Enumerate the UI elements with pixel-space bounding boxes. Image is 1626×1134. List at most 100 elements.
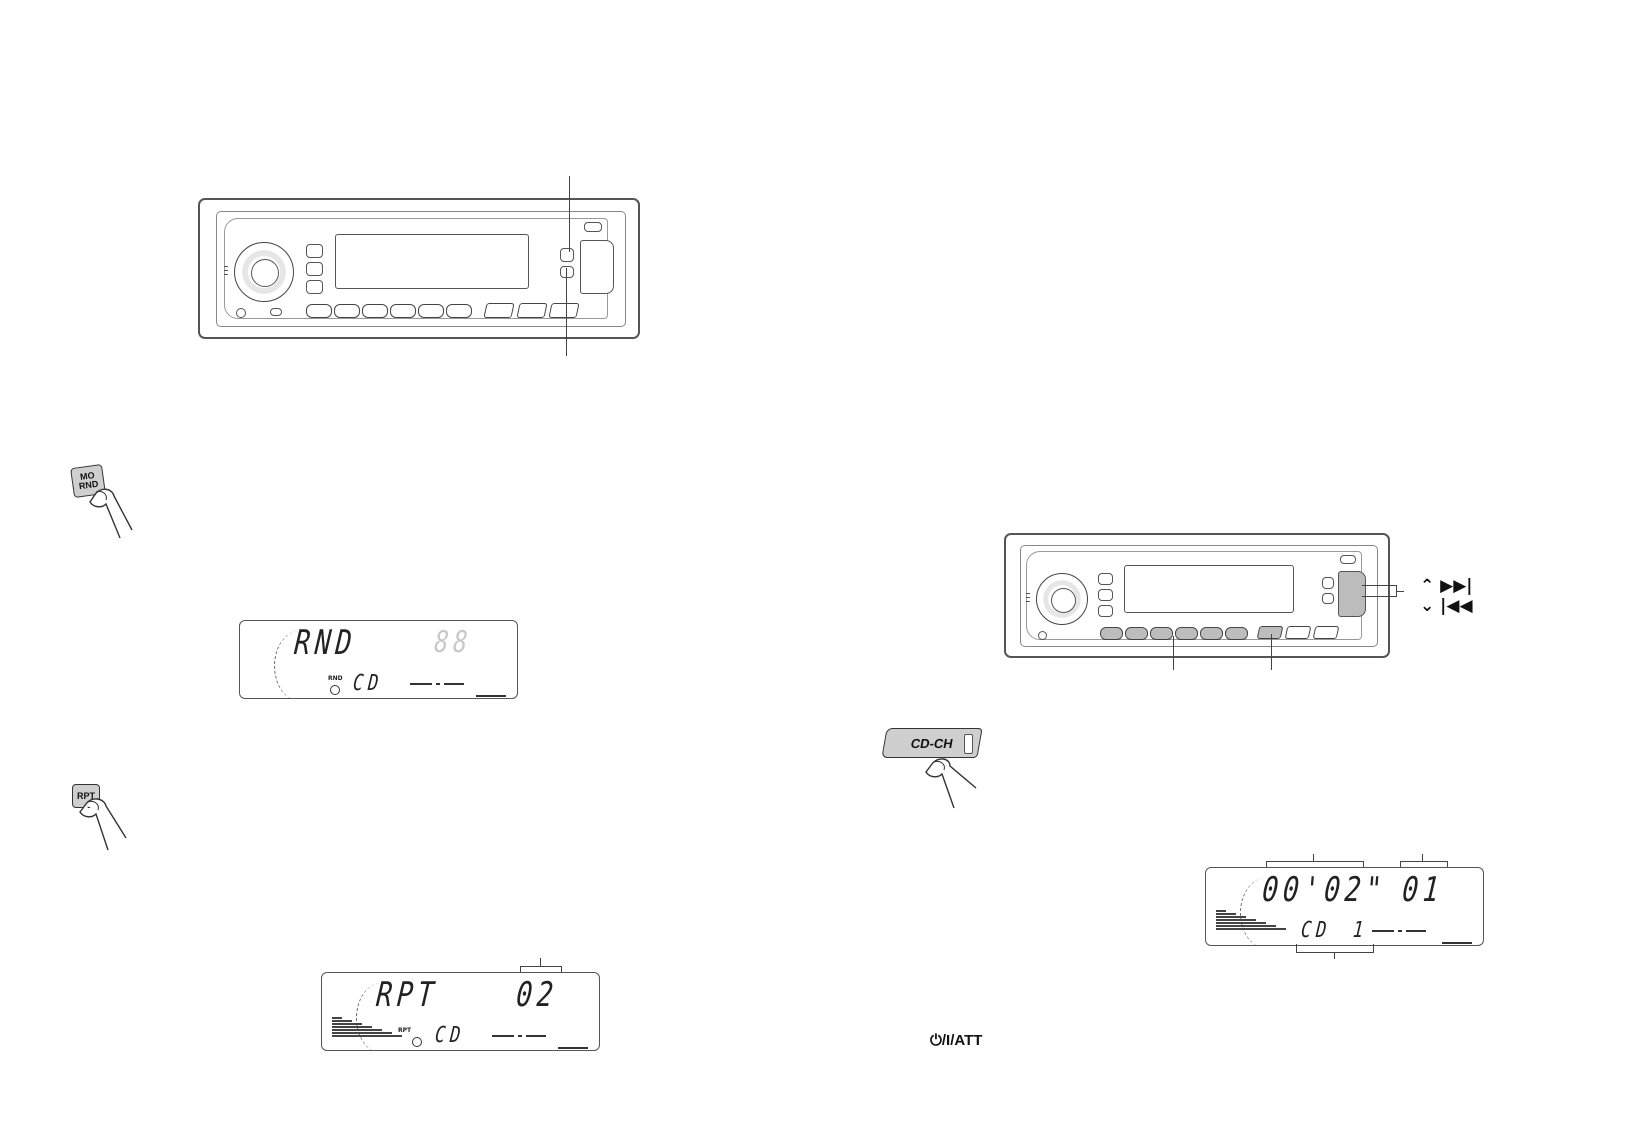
led-mark: [224, 274, 228, 275]
head-unit-top: [198, 198, 640, 339]
rpt-source-text: CD: [433, 1023, 467, 1048]
disc-icon: [412, 1037, 422, 1047]
level-meter: [1216, 910, 1286, 931]
side-button[interactable]: [1322, 577, 1334, 589]
disc-button-5[interactable]: [1200, 627, 1223, 640]
preset-button-1[interactable]: [306, 304, 332, 318]
rnd-tiny-label: RND: [328, 675, 343, 682]
function-button[interactable]: [483, 303, 515, 318]
display-dash: [518, 1035, 522, 1037]
function-button[interactable]: [1312, 626, 1340, 639]
side-button[interactable]: [306, 244, 323, 258]
display-dash: [444, 683, 464, 685]
side-button[interactable]: [1322, 593, 1334, 604]
small-indicator: [270, 308, 282, 316]
track-select-button[interactable]: [1338, 571, 1366, 617]
led-mark: [1026, 597, 1030, 598]
small-indicator: [1038, 631, 1047, 640]
led-mark: [1026, 593, 1030, 594]
callout-line: [1362, 585, 1396, 586]
track-up-label: ⌃ ▶▶|: [1420, 576, 1473, 596]
eject-button[interactable]: [580, 240, 614, 294]
cd-ch-label: CD-CH: [909, 736, 955, 751]
rnd-ghost-digits: 88: [433, 625, 474, 660]
track-bracket: [520, 966, 562, 977]
power-att-label: ⏻/I/ATT: [930, 1032, 983, 1049]
callout-line: [1362, 596, 1396, 597]
detach-button[interactable]: [584, 222, 602, 232]
disc-button-2[interactable]: [1125, 627, 1148, 640]
side-button[interactable]: [306, 262, 323, 276]
preset-button-4[interactable]: [390, 304, 416, 318]
lcd-display-cdch: 00'02" 01 CD 1: [1205, 867, 1484, 946]
display-underline: [476, 695, 506, 697]
led-mark: [224, 266, 228, 267]
cd-ch-button[interactable]: [1256, 626, 1284, 639]
disc-button-1[interactable]: [1100, 627, 1123, 640]
display-dash: [1406, 930, 1426, 932]
finger-press-icon: [89, 488, 133, 539]
track-down-label: ⌄ |◀◀: [1420, 596, 1473, 616]
volume-knob-icon[interactable]: [1036, 573, 1088, 625]
callout-line: [569, 176, 570, 252]
display-dash: [410, 683, 432, 685]
side-button[interactable]: [1098, 573, 1113, 585]
display-window: [335, 234, 529, 289]
cdch-disc-number: 1: [1351, 918, 1370, 943]
cdch-source: CD: [1299, 918, 1333, 943]
display-curve: [274, 631, 325, 698]
display-underline: [1442, 942, 1472, 944]
display-dash: [492, 1035, 514, 1037]
rnd-main-text: RND: [292, 623, 358, 663]
detach-button[interactable]: [1340, 555, 1356, 564]
lcd-display-rpt: RPT 02 RPT CD: [321, 972, 600, 1051]
finger-press-icon: [925, 758, 977, 809]
track-bracket: [1400, 861, 1448, 872]
preset-button-3[interactable]: [362, 304, 388, 318]
disc-button-3[interactable]: [1150, 627, 1173, 640]
callout-line: [540, 958, 541, 966]
function-button[interactable]: [548, 303, 580, 318]
rpt-track-number: 02: [514, 975, 560, 1015]
track-nav-labels: ⌃ ▶▶| ⌄ |◀◀: [1420, 576, 1473, 616]
display-dash: [1398, 930, 1402, 932]
unit-bezel: [216, 211, 626, 327]
time-bracket: [1266, 861, 1364, 872]
disc-button-6[interactable]: [1225, 627, 1248, 640]
cdch-time: 00'02": [1260, 870, 1388, 910]
preset-button-2[interactable]: [334, 304, 360, 318]
display-underline: [558, 1047, 588, 1049]
side-button[interactable]: [306, 280, 323, 294]
finger-press-icon: [79, 798, 127, 851]
display-window: [1124, 565, 1294, 613]
led-mark: [224, 270, 228, 271]
disc-button-4[interactable]: [1175, 627, 1198, 640]
volume-knob-icon[interactable]: [234, 242, 294, 302]
function-button[interactable]: [516, 303, 548, 318]
display-curve: [356, 983, 407, 1050]
disc-icon: [330, 685, 340, 695]
display-dash: [436, 683, 440, 685]
display-dash: [1372, 930, 1394, 932]
callout-line: [1396, 591, 1404, 592]
display-curve: [1240, 878, 1291, 945]
callout-line: [1271, 634, 1272, 670]
small-indicator: [236, 308, 246, 318]
rpt-button[interactable]: [560, 266, 574, 278]
callout-line: [566, 268, 567, 356]
callout-line: [1422, 854, 1423, 861]
rpt-tiny-label: RPT: [398, 1027, 412, 1034]
preset-button-6[interactable]: [446, 304, 472, 318]
function-button[interactable]: [1284, 626, 1312, 639]
rnd-source-text: CD: [351, 671, 385, 696]
callout-line: [1173, 636, 1174, 670]
lcd-display-rnd: RND 88 RND CD: [239, 620, 518, 699]
display-dash: [526, 1035, 546, 1037]
callout-line: [1313, 854, 1314, 861]
mo-rnd-button[interactable]: [560, 248, 574, 262]
side-button[interactable]: [1098, 605, 1113, 617]
side-button[interactable]: [1098, 589, 1113, 601]
cd-ch-slot: [964, 734, 973, 754]
callout-line: [1334, 952, 1335, 959]
preset-button-5[interactable]: [418, 304, 444, 318]
